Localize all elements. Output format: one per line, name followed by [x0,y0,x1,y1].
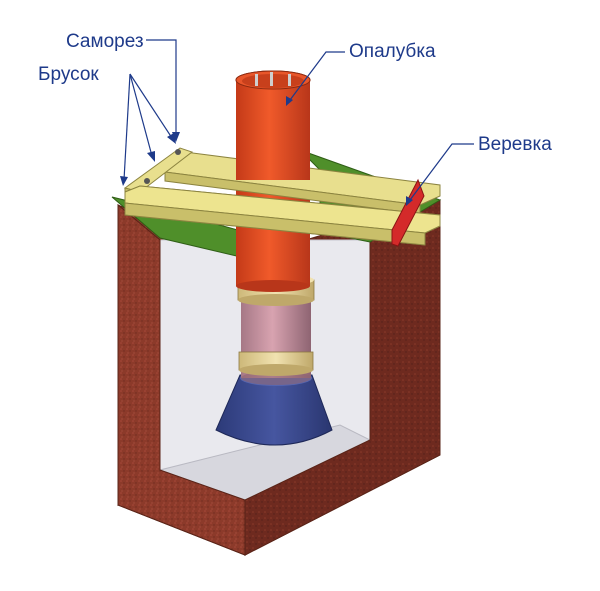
screw-head-2 [144,178,150,184]
rebar-3-front [288,74,291,86]
beam-front-side-over-pipe [124,202,426,246]
pointer-brusok-1-tip [120,176,128,186]
pointer-brusok-2-tip [147,151,155,162]
formwork-pipe-front [236,80,310,180]
pointer-opalubka-tip [286,96,293,106]
rebar-2-front [270,72,273,86]
ring-lower-bottom [239,364,313,376]
pointer-brusok-1 [123,73,131,181]
pointer-brusok-2 [129,73,153,157]
screw-head-1 [175,149,181,155]
label-opalubka: Опалубка [349,41,436,62]
pointer-brusok-3-tip [167,133,176,144]
label-samorez: Саморез [66,31,144,52]
pointer-brusok-3 [129,73,173,139]
footing-cone [215,374,333,446]
pointer-verevka-tip [406,196,413,206]
label-brusok: Брусок [38,64,99,85]
ring-upper-bottom [238,294,314,306]
label-verevka: Веревка [478,134,552,155]
pointer-verevka [409,143,474,201]
formwork-pipe-bottom [236,280,310,292]
rope [391,178,425,247]
pointer-samorez [146,39,177,136]
pointer-opalubka [289,51,345,101]
rebar-1-front [255,74,258,86]
